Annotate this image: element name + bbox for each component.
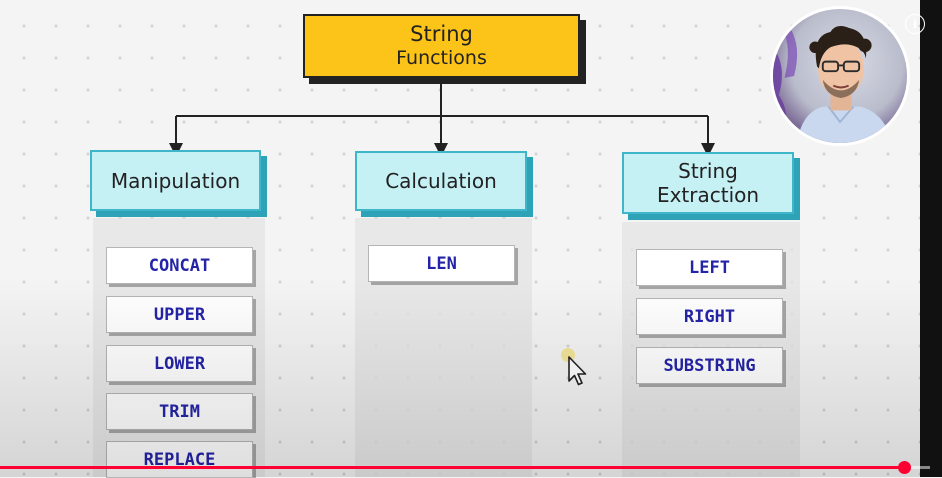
category-calculation-label: Calculation [385,169,497,193]
function-replace: REPLACE [106,441,253,478]
progress-scrubber[interactable] [897,461,911,474]
function-right: RIGHT [636,298,783,335]
function-substring: SUBSTRING [636,347,783,384]
category-manipulation-label: Manipulation [110,168,241,193]
category-manipulation: Manipulation [90,150,261,211]
root-node-line-1: String [410,22,473,46]
webcam-presenter [770,6,910,146]
category-extraction-line-2: Extraction [656,183,760,207]
mouse-pointer-icon [561,348,587,386]
progress-bar-fill [0,466,904,469]
function-left: LEFT [636,249,783,286]
function-trim: TRIM [106,393,253,430]
function-len: LEN [368,245,515,282]
category-string-extraction: String Extraction [622,152,794,214]
root-node-line-2: Functions [396,47,487,70]
presenter-image [773,9,907,143]
function-lower: LOWER [106,345,253,382]
video-side-strip [920,0,942,477]
category-extraction-line-1: String [678,159,738,183]
function-upper: UPPER [106,296,253,333]
info-icon[interactable]: i [905,14,925,34]
root-node-string-functions: String Functions [303,14,580,78]
category-calculation: Calculation [355,151,527,211]
function-concat: CONCAT [106,247,253,284]
